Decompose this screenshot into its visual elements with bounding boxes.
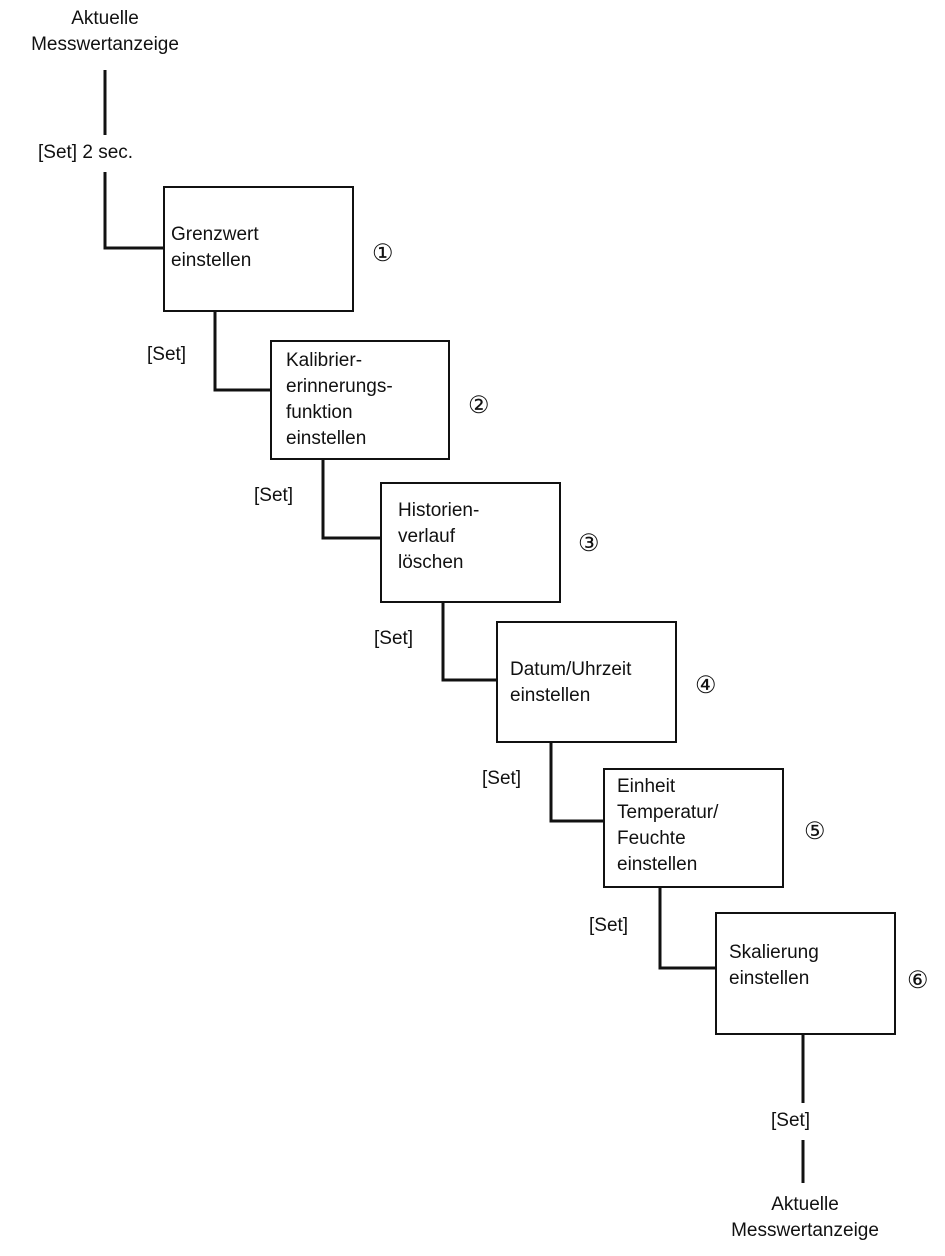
transition-set-6: [Set] — [771, 1110, 811, 1131]
step-number-3: ③ — [578, 530, 600, 557]
connector-box1-box2 — [213, 312, 272, 392]
step-label-2: Kalibrier- erinnerungs- funktion einstel… — [286, 350, 393, 449]
step-number-4: ④ — [695, 672, 717, 699]
transition-set-2: [Set] — [254, 485, 294, 506]
step-label-5: Einheit Temperatur/ Feuchte einstellen — [617, 776, 719, 875]
connector-box4-box5 — [549, 743, 605, 823]
transition-set-4: [Set] — [482, 768, 522, 789]
step-box-3: Historien- verlauf löschen — [380, 482, 561, 603]
connector-box2-box3 — [321, 460, 383, 540]
end-label: Aktuelle Messwertanzeige — [731, 1194, 879, 1241]
step-box-1: Grenzwert einstellen — [163, 186, 354, 312]
step-box-5: Einheit Temperatur/ Feuchte einstellen — [603, 768, 784, 888]
step-box-2: Kalibrier- erinnerungs- funktion einstel… — [270, 340, 450, 460]
connector-box3-box4 — [441, 603, 498, 682]
step-number-6: ⑥ — [907, 967, 929, 994]
step-label-1: Grenzwert einstellen — [171, 224, 259, 271]
transition-set-1: [Set] — [147, 344, 187, 365]
step-label-6: Skalierung einstellen — [729, 942, 819, 989]
step-box-6: Skalierung einstellen — [715, 912, 896, 1035]
connector-start-box1-lower — [103, 172, 165, 250]
step-number-5: ⑤ — [804, 818, 826, 845]
step-label-3: Historien- verlauf löschen — [398, 500, 480, 573]
connector-box5-box6 — [658, 888, 717, 970]
transition-set-3: [Set] — [374, 628, 414, 649]
transition-set-5: [Set] — [589, 915, 629, 936]
transition-set-2sec: [Set] 2 sec. — [38, 142, 134, 163]
step-box-4: Datum/Uhrzeit einstellen — [496, 621, 677, 743]
step-label-4: Datum/Uhrzeit einstellen — [510, 659, 632, 706]
start-label: Aktuelle Messwertanzeige — [31, 8, 179, 55]
step-number-1: ① — [372, 240, 394, 267]
step-number-2: ② — [468, 392, 490, 419]
